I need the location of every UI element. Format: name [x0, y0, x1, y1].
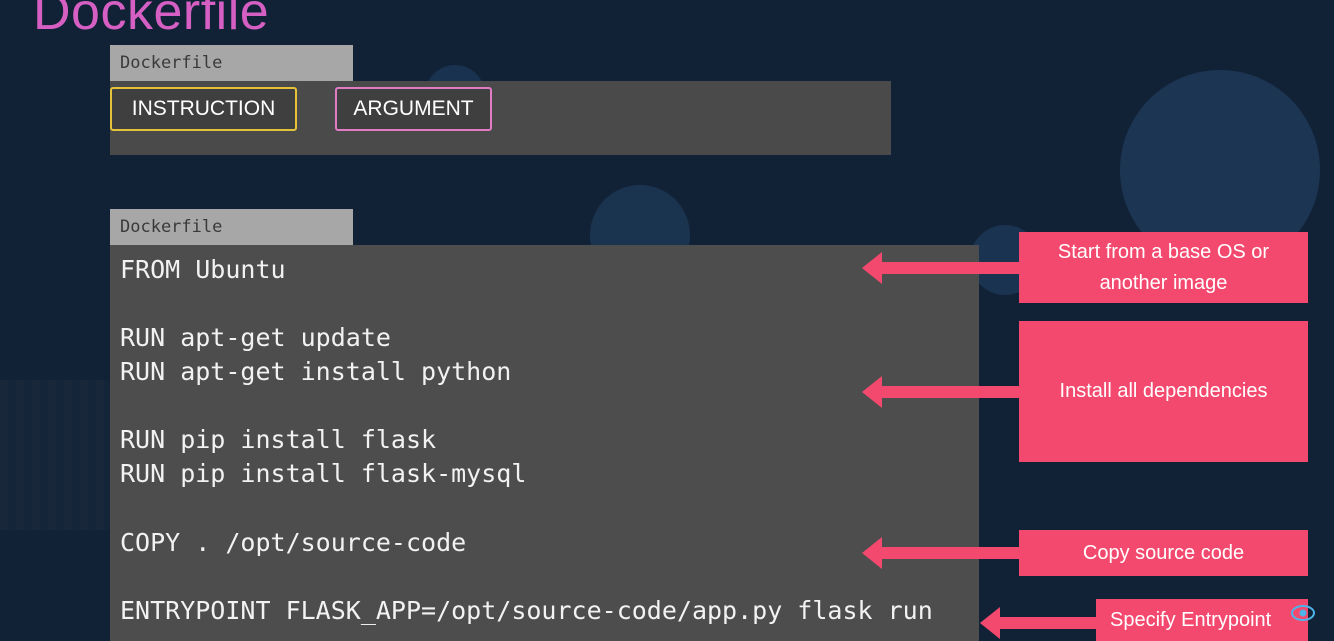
callout-base-os: Start from a base OS or another image — [1019, 232, 1308, 303]
left-arrow-icon — [980, 607, 1100, 639]
left-arrow-icon — [862, 537, 1022, 569]
code-line: RUN pip install flask-mysql — [120, 459, 527, 488]
code-line: RUN apt-get update — [120, 323, 391, 352]
code-line: FROM Ubuntu — [120, 255, 286, 284]
callout-text: Copy source code — [1082, 541, 1245, 564]
syntax-panel: INSTRUCTION ARGUMENT — [110, 81, 891, 155]
argument-label: ARGUMENT — [335, 87, 492, 131]
code-line: RUN apt-get install python — [120, 357, 512, 386]
callout-text: Start from a base OS or another image — [1057, 240, 1270, 294]
left-arrow-icon — [862, 376, 1022, 408]
callout-dependencies: Install all dependencies — [1019, 321, 1308, 462]
callout-entrypoint: Specify Entrypoint — [1096, 599, 1308, 641]
code-file-tab: Dockerfile — [110, 209, 353, 245]
left-arrow-icon — [862, 252, 1022, 284]
code-panel: FROM Ubuntu RUN apt-get update RUN apt-g… — [110, 245, 979, 641]
callout-text: Install all dependencies — [1059, 380, 1268, 402]
slide-title: Dockerfile — [33, 0, 270, 41]
code-line: COPY . /opt/source-code — [120, 528, 467, 557]
callout-copy-source: Copy source code — [1019, 530, 1308, 576]
instruction-label: INSTRUCTION — [110, 87, 297, 131]
background-shelf — [0, 380, 110, 530]
callout-text: Specify Entrypoint — [1110, 608, 1272, 631]
code-line: RUN pip install flask — [120, 425, 437, 454]
syntax-file-tab: Dockerfile — [110, 45, 353, 81]
code-line: ENTRYPOINT FLASK_APP=/opt/source-code/ap… — [120, 596, 933, 625]
eye-icon — [1291, 605, 1315, 621]
